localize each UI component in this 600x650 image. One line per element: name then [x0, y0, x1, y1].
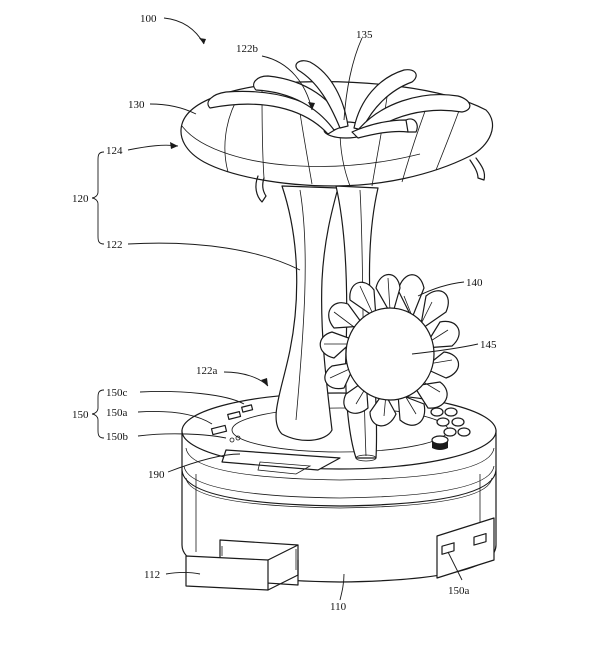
- label-150c: 150c: [106, 387, 128, 399]
- label-130: 130: [128, 99, 145, 111]
- label-100: 100: [140, 13, 157, 25]
- label-112: 112: [144, 569, 160, 581]
- label-150b: 150b: [106, 431, 129, 443]
- label-150a-left: 150a: [106, 407, 128, 419]
- label-122b: 122b: [236, 43, 259, 55]
- label-140: 140: [466, 277, 483, 289]
- control-panel-150: [210, 404, 254, 443]
- buttons-right: [430, 407, 471, 450]
- label-122: 122: [106, 239, 123, 251]
- flower-140: [319, 273, 460, 427]
- reference-leaders: [91, 17, 479, 601]
- label-150: 150: [72, 409, 89, 421]
- label-135: 135: [356, 29, 373, 41]
- drawer-112: [185, 539, 299, 591]
- label-150a-right: 150a: [448, 585, 470, 597]
- label-145: 145: [480, 339, 497, 351]
- label-124: 124: [106, 145, 123, 157]
- label-122a: 122a: [196, 365, 218, 377]
- flower-center-145: [345, 307, 435, 401]
- spray-arms-135: [207, 60, 471, 139]
- label-110: 110: [330, 601, 347, 613]
- reference-labels: 100 122b 135 130 124 120 122 140 145 122…: [72, 13, 497, 613]
- label-120: 120: [72, 193, 89, 205]
- usb-ports-150a: [436, 517, 495, 579]
- display-190: [221, 449, 341, 475]
- label-190: 190: [148, 469, 165, 481]
